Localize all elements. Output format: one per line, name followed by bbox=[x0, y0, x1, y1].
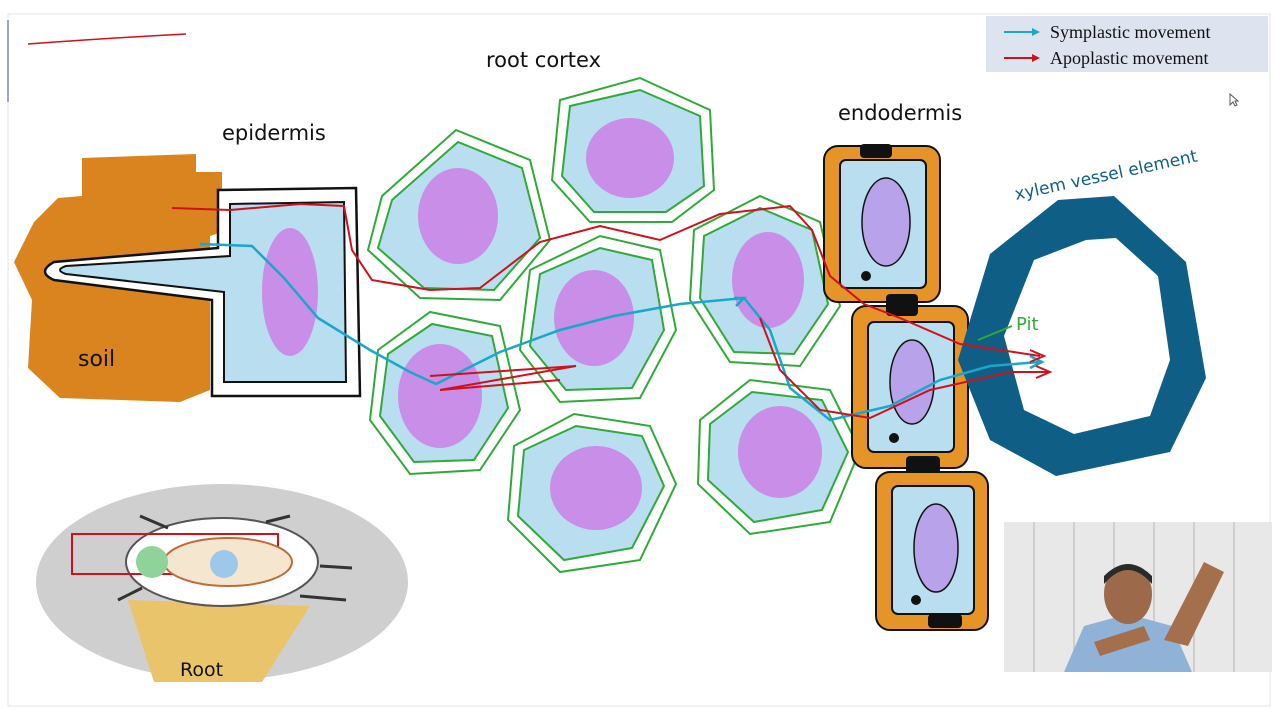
pen-stroke bbox=[27, 33, 187, 45]
legend-item-apoplastic: Apoplastic movement bbox=[986, 46, 1268, 70]
legend-label: Symplastic movement bbox=[1050, 22, 1211, 42]
cyan-arrow-icon bbox=[1004, 28, 1040, 36]
epidermis-label: epidermis bbox=[222, 121, 326, 145]
endodermis-label: endodermis bbox=[838, 101, 962, 125]
root-label: Root bbox=[180, 659, 223, 681]
apoplastic-pathway bbox=[171, 202, 1053, 420]
root-cortex-label: root cortex bbox=[486, 48, 601, 72]
soil-label: soil bbox=[78, 347, 115, 372]
pit-label: Pit bbox=[1016, 314, 1039, 335]
endodermis-cells bbox=[823, 144, 989, 631]
root-inset-illustration: Root bbox=[36, 484, 408, 682]
cortex-cell bbox=[696, 378, 862, 536]
cortex-cell bbox=[506, 412, 678, 574]
mouse-pointer-icon bbox=[1229, 93, 1239, 107]
endodermis-cell bbox=[823, 144, 941, 303]
cortex-cell bbox=[366, 128, 552, 302]
cortex-cells bbox=[366, 76, 862, 574]
cortex-cell bbox=[518, 234, 678, 404]
presenter-webcam bbox=[1004, 522, 1272, 672]
legend-label: Apoplastic movement bbox=[1050, 48, 1209, 68]
endodermis-cell bbox=[851, 294, 969, 474]
cortex-cell bbox=[368, 310, 522, 476]
symplastic-pathway bbox=[199, 242, 1045, 422]
xylem-vessel-element bbox=[958, 196, 1206, 476]
pit-pointer bbox=[977, 325, 1013, 341]
legend-item-symplastic: Symplastic movement bbox=[986, 20, 1268, 44]
endodermis-cell bbox=[875, 471, 989, 631]
cortex-cell bbox=[550, 76, 716, 223]
epidermis-cell bbox=[43, 186, 362, 398]
red-arrow-icon bbox=[1004, 54, 1040, 62]
legend: Symplastic movement Apoplastic movement bbox=[986, 16, 1268, 72]
